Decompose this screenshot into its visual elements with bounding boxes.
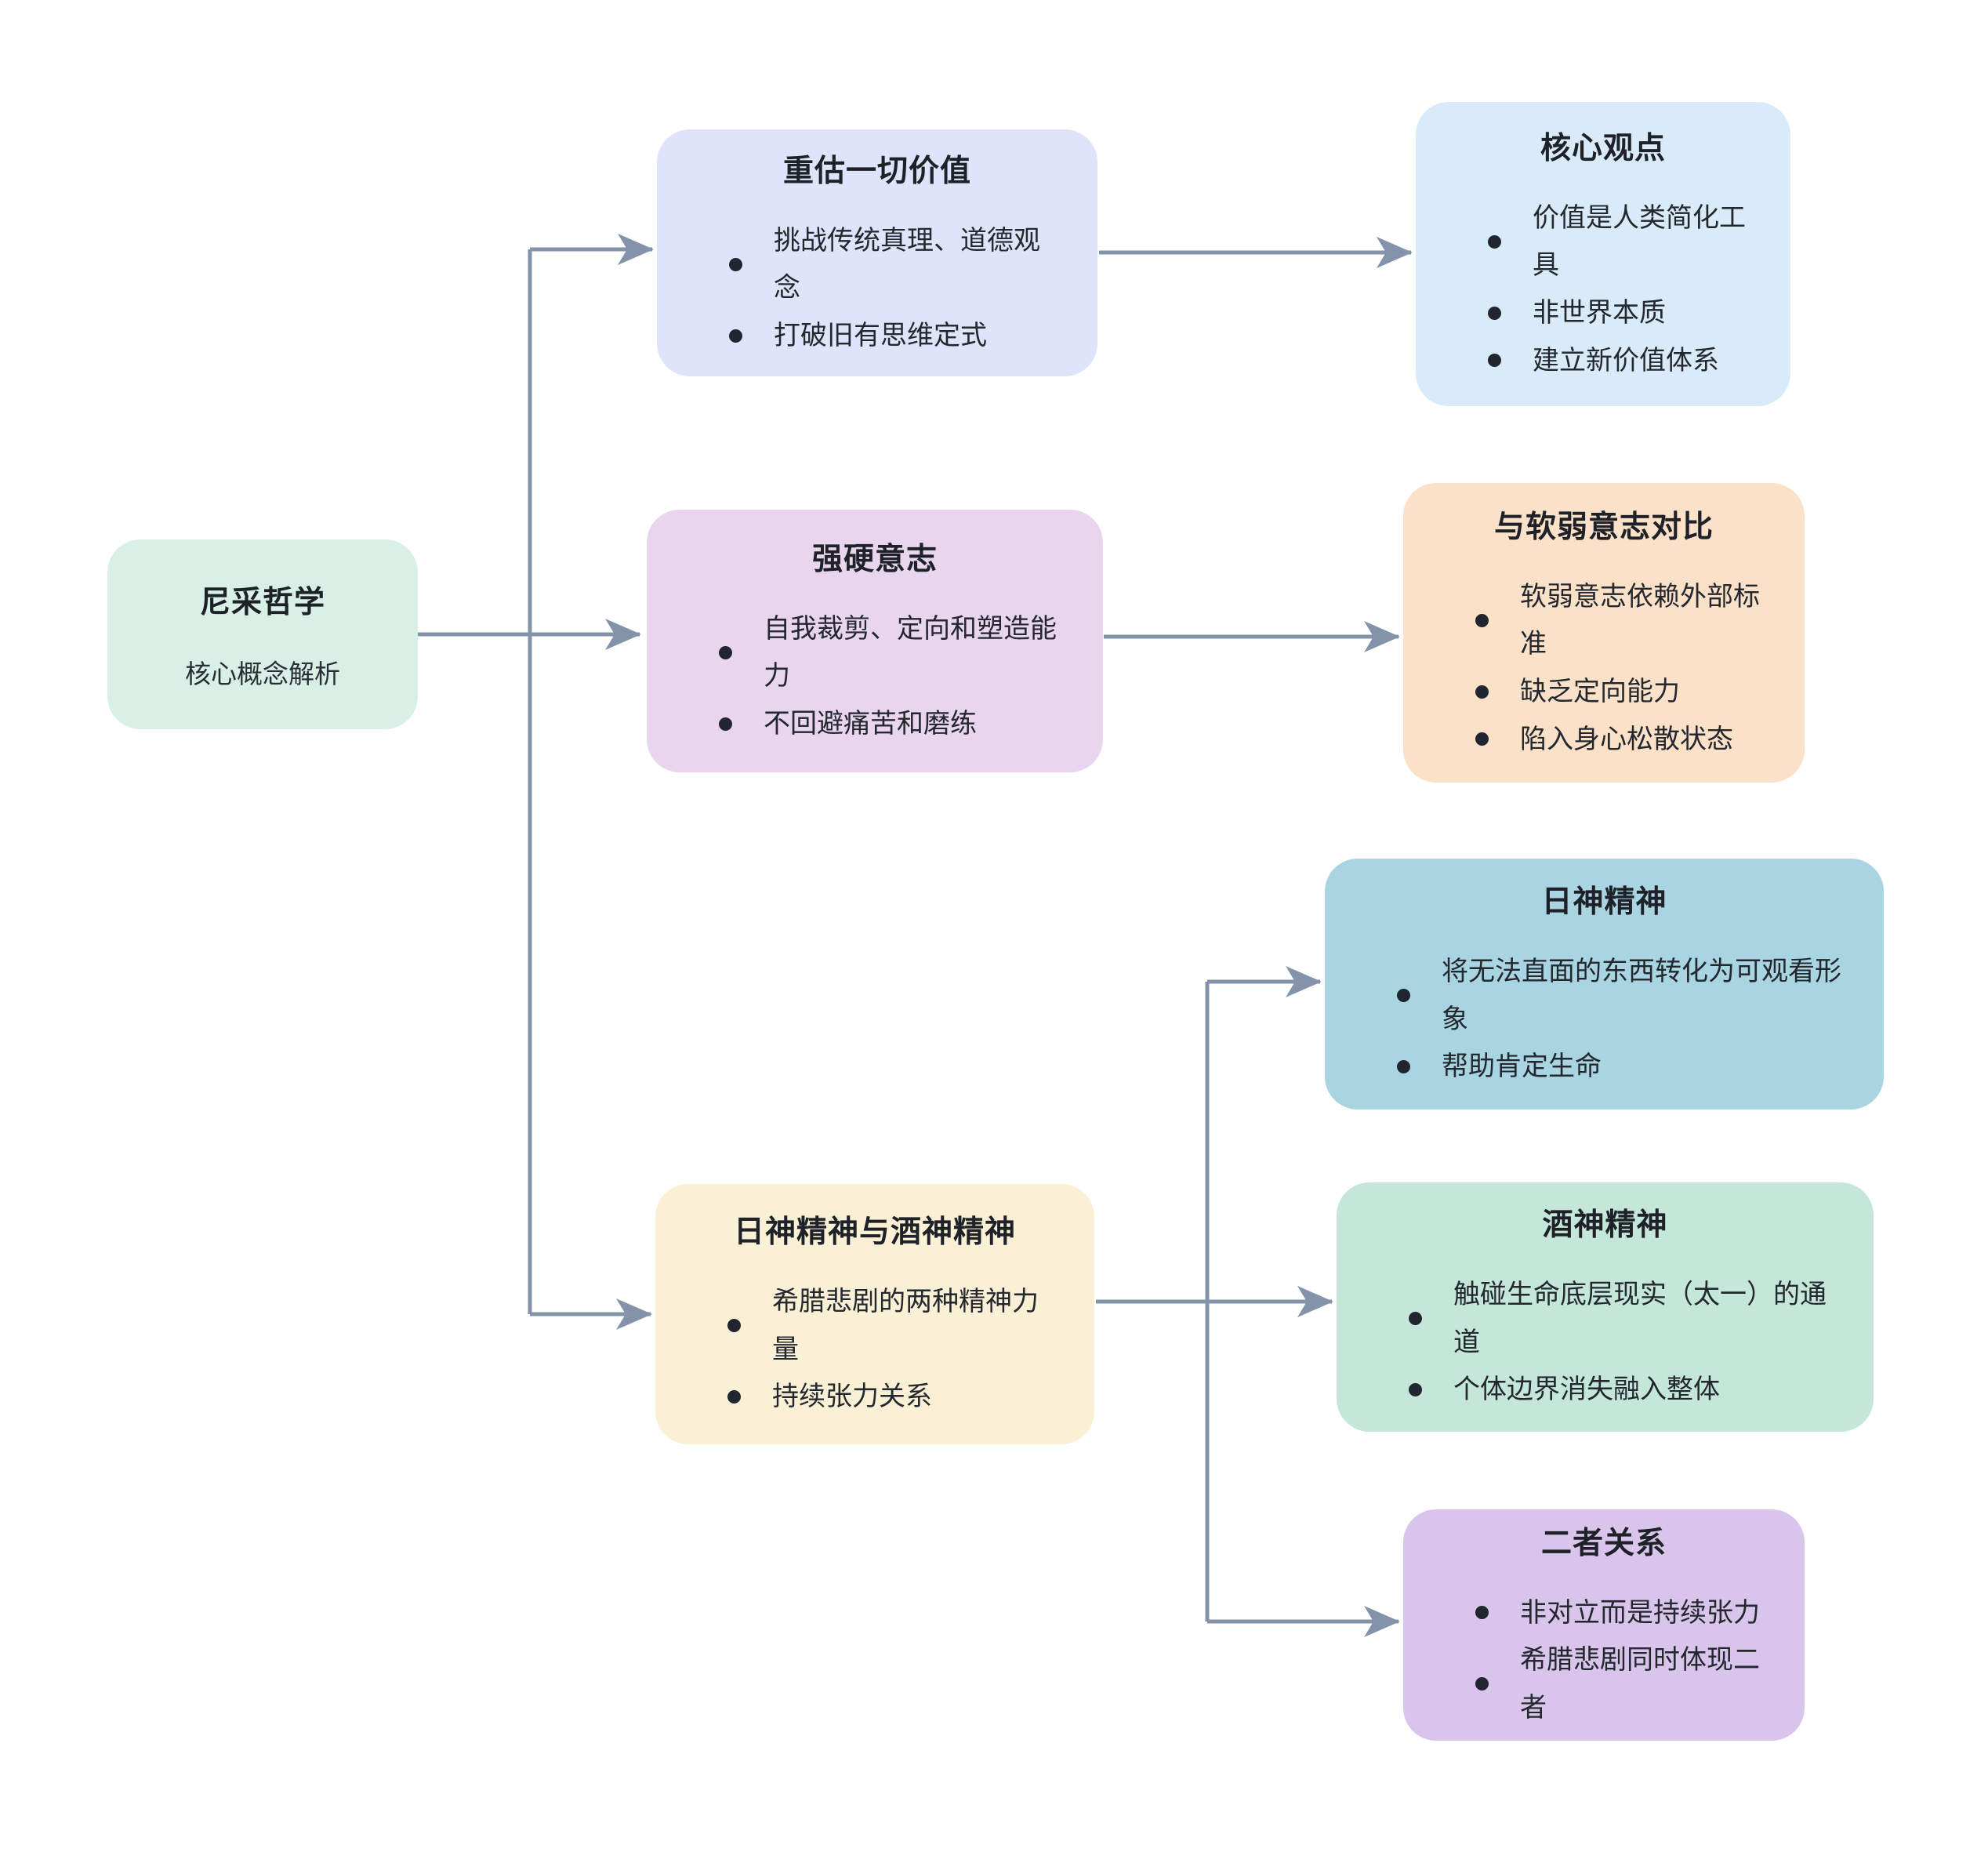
bullet-item: 打破旧有思维定式 [729,312,1058,360]
bullet-dot [1397,989,1410,1003]
bullet-list: 触碰生命底层现实（太一）的通道 个体边界消失融入整体 [1368,1271,1842,1414]
bullet-item: 触碰生命底层现实（太一）的通道 [1409,1271,1834,1366]
node-strong-will: 强硬意志 自我裁剪、定向和塑造能力 不回避痛苦和磨练 [647,510,1103,772]
node-title: 酒神精神 [1542,1208,1668,1243]
bullet-item: 将无法直面的东西转化为可观看形象 [1397,948,1845,1043]
node-dionysian-spirit: 酒神精神 触碰生命底层现实（太一）的通道 个体边界消失融入整体 [1337,1182,1874,1432]
node-core-viewpoints: 核心观点 价值是人类简化工具 非世界本质 建立新价值体系 [1416,102,1790,406]
bullet-text: 打破旧有思维定式 [774,320,987,350]
bullet-dot [1409,1312,1422,1326]
bullet-item: 帮助肯定生命 [1397,1043,1845,1091]
bullet-text: 希腊悲剧同时体现二者 [1520,1645,1760,1723]
bullet-dot [719,645,732,659]
bullet-dot [727,1390,741,1404]
node-root-nietzsche-philosophy: 尼采哲学 核心概念解析 [107,539,418,729]
bullet-item: 价值是人类简化工具 [1488,194,1751,289]
bullet-dot [727,1319,741,1333]
bullet-item: 挑战传统真理、道德观念 [729,217,1058,312]
bullet-dot [729,329,742,343]
node-title: 与软弱意志对比 [1493,510,1714,544]
node-contrast-weak-will: 与软弱意志对比 软弱意志依赖外部标准 缺乏定向能力 陷入身心松散状态 [1403,483,1805,783]
bullet-text: 帮助肯定生命 [1442,1051,1602,1082]
bullet-dot [1409,1383,1422,1397]
bullet-text: 价值是人类简化工具 [1533,202,1746,281]
bullet-dot [1488,354,1501,368]
node-title: 日神精神 [1541,885,1667,920]
bullet-text: 个体边界消失融入整体 [1453,1375,1720,1405]
bullet-text: 非世界本质 [1533,298,1666,328]
bullet-dot [1475,1606,1489,1620]
bullet-item: 不回避痛苦和磨练 [719,700,1064,748]
node-subtitle: 核心概念解析 [185,659,340,688]
bullet-dot [1475,685,1489,699]
node-relation-between-two: 二者关系 非对立而是持续张力 希腊悲剧同时体现二者 [1403,1509,1805,1741]
bullet-item: 建立新价值体系 [1488,337,1751,385]
bullet-item: 陷入身心松散状态 [1475,716,1765,764]
node-title: 二者关系 [1540,1526,1667,1560]
bullet-item: 缺乏定向能力 [1475,668,1765,716]
bullet-text: 持续张力关系 [772,1382,932,1412]
bullet-text: 非对立而是持续张力 [1520,1597,1760,1628]
bullet-dot [1488,306,1501,320]
bullet-item: 自我裁剪、定向和塑造能力 [719,605,1064,700]
bullet-item: 持续张力关系 [727,1373,1055,1421]
bullet-item: 个体边界消失融入整体 [1409,1366,1834,1414]
bullet-text: 不回避痛苦和磨练 [764,708,977,739]
bullet-list: 将无法直面的东西转化为可观看形象 帮助肯定生命 [1356,948,1852,1091]
bullet-dot [1475,1677,1489,1691]
bullet-text: 缺乏定向能力 [1520,677,1680,706]
bullet-dot [1475,613,1489,627]
bullet-text: 将无法直面的东西转化为可观看形象 [1442,957,1841,1034]
node-apollonian-dionysian: 日神精神与酒神精神 希腊悲剧的两种精神力量 持续张力关系 [655,1184,1094,1444]
bullet-text: 建立新价值体系 [1533,345,1719,376]
bullet-item: 软弱意志依赖外部标准 [1475,573,1765,668]
bullet-list: 软弱意志依赖外部标准 缺乏定向能力 陷入身心松散状态 [1435,573,1773,763]
node-title: 核心观点 [1540,131,1666,165]
bullet-text: 自我裁剪、定向和塑造能力 [764,613,1057,692]
bullet-dot [1475,732,1489,746]
bullet-list: 希腊悲剧的两种精神力量 持续张力关系 [687,1278,1063,1421]
bullet-list: 自我裁剪、定向和塑造能力 不回避痛苦和磨练 [678,605,1072,748]
bullet-text: 陷入身心松散状态 [1520,724,1733,754]
bullet-dot [729,257,742,271]
bullet-dot [1397,1060,1410,1074]
node-title: 强硬意志 [811,542,938,576]
bullet-list: 挑战传统真理、道德观念 打破旧有思维定式 [688,217,1066,360]
bullet-dot [1488,234,1501,249]
bullet-text: 软弱意志依赖外部标准 [1520,581,1760,659]
node-revalue-all-values: 重估一切价值 挑战传统真理、道德观念 打破旧有思维定式 [657,129,1097,376]
node-title: 尼采哲学 [199,586,325,619]
bullet-text: 触碰生命底层现实（太一）的通道 [1453,1280,1827,1357]
bullet-item: 希腊悲剧的两种精神力量 [727,1278,1055,1373]
bullet-list: 价值是人类简化工具 非世界本质 建立新价值体系 [1447,194,1759,384]
bullet-dot [719,717,732,731]
bullet-item: 非对立而是持续张力 [1475,1589,1765,1637]
bullet-text: 希腊悲剧的两种精神力量 [772,1287,1039,1364]
node-title: 日神精神与酒神精神 [733,1215,1016,1250]
bullet-item: 非世界本质 [1488,289,1751,337]
node-title: 重估一切价值 [782,154,971,188]
node-apollonian-spirit: 日神精神 将无法直面的东西转化为可观看形象 帮助肯定生命 [1325,859,1884,1109]
bullet-list: 非对立而是持续张力 希腊悲剧同时体现二者 [1435,1589,1773,1732]
bullet-item: 希腊悲剧同时体现二者 [1475,1636,1765,1731]
bullet-text: 挑战传统真理、道德观念 [774,225,1040,303]
